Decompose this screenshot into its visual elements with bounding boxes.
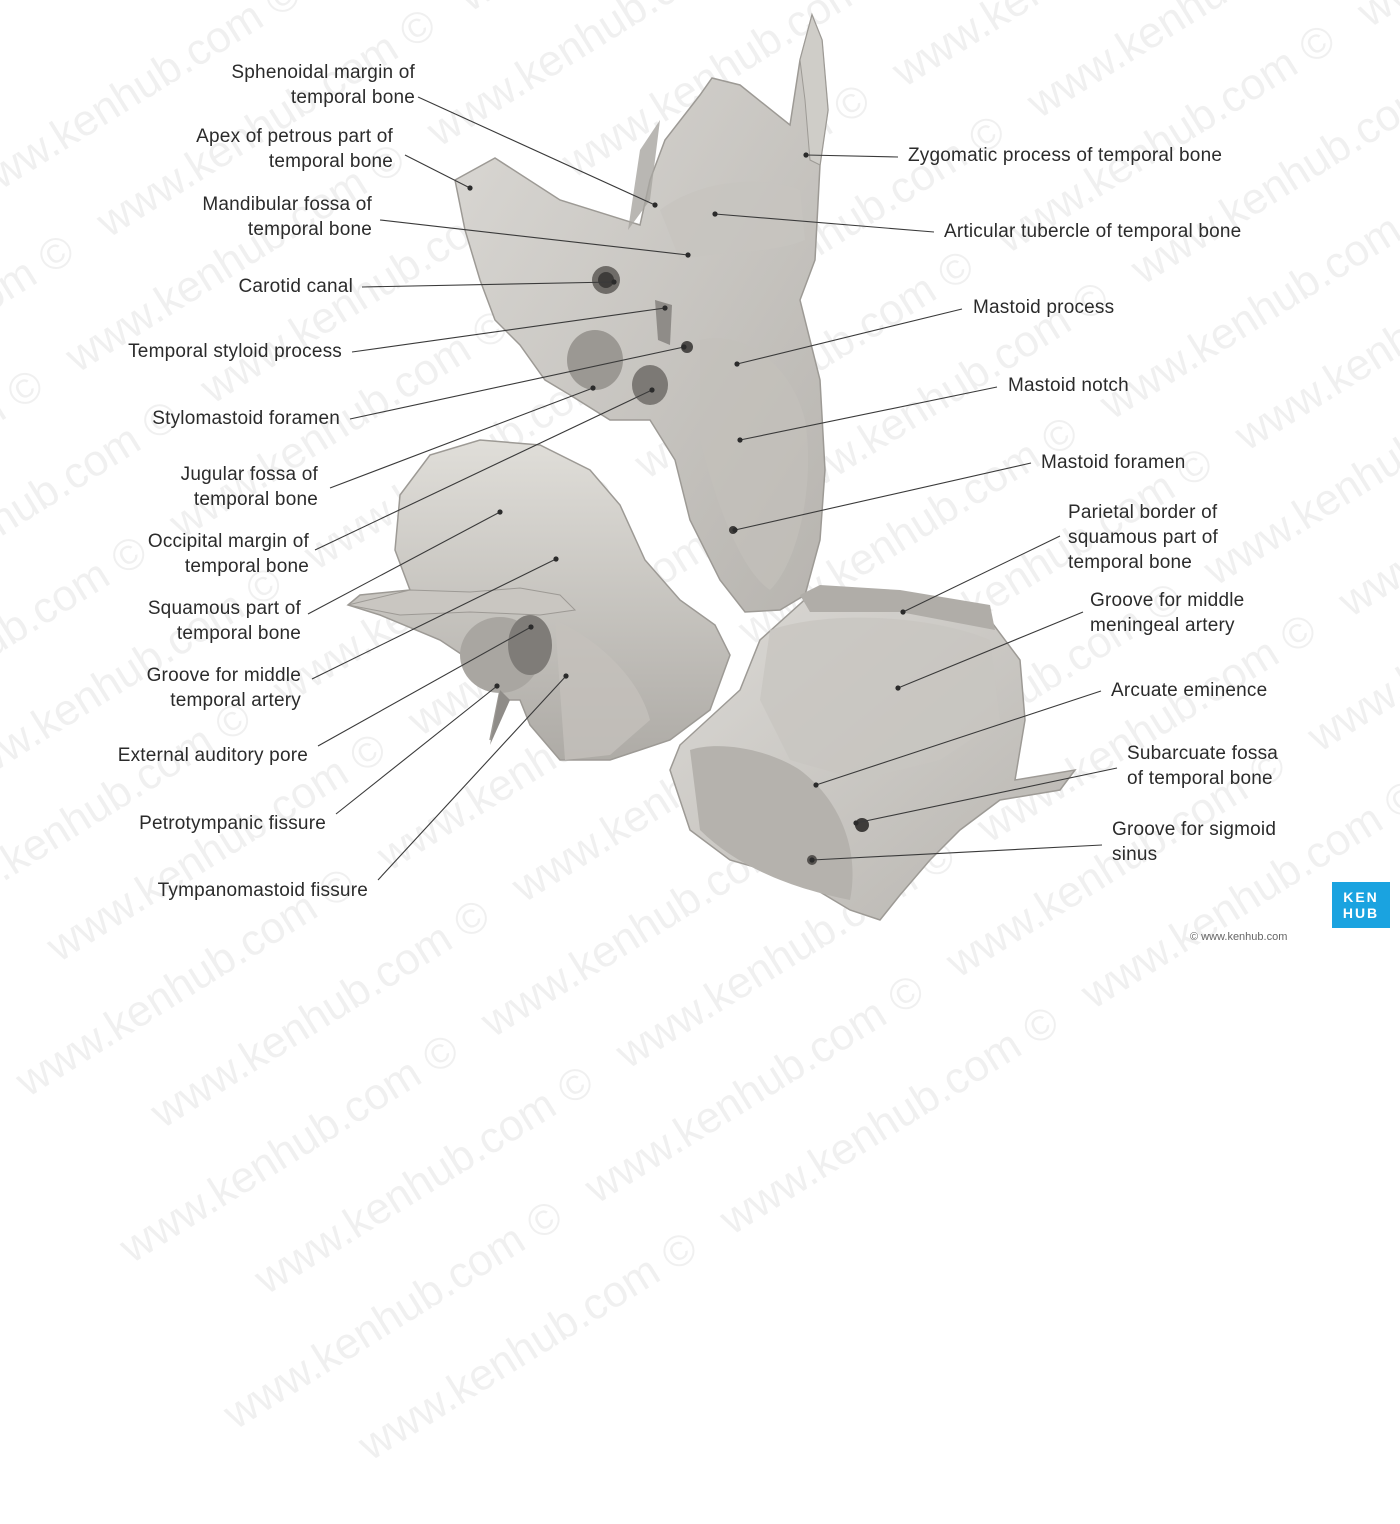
label-mastoid-notch: Mastoid notch: [1008, 375, 1129, 396]
copyright-text: © www.kenhub.com: [1190, 931, 1288, 943]
kenhub-logo: KEN HUB: [1332, 882, 1390, 928]
label-petrotympanic-fissure: Petrotympanic fissure: [139, 813, 326, 834]
label-mandibular-fossa: Mandibular fossa of temporal bone: [202, 194, 372, 240]
logo-line-1: KEN: [1343, 889, 1379, 905]
label-jugular-fossa: Jugular fossa of temporal bone: [180, 464, 318, 510]
label-stylomastoid-foramen: Stylomastoid foramen: [152, 408, 340, 429]
bone-illustrations: [307, 12, 1118, 921]
label-articular-tubercle: Articular tubercle of temporal bone: [944, 221, 1242, 242]
temporal-bone-lateral-view: [346, 439, 731, 761]
temporal-bone-inferior-view: [454, 12, 829, 613]
label-sphenoidal-margin: Sphenoidal margin of temporal bone: [231, 62, 415, 108]
label-mastoid-foramen: Mastoid foramen: [1041, 452, 1186, 473]
label-zygomatic-process: Zygomatic process of temporal bone: [908, 145, 1223, 166]
logo-line-2: HUB: [1342, 905, 1380, 921]
label-external-auditory-pore: External auditory pore: [117, 745, 308, 766]
label-tympanomastoid-fissure: Tympanomastoid fissure: [157, 880, 368, 901]
label-parietal-border: Parietal border of squamous part of temp…: [1068, 502, 1219, 573]
temporal-bone-internal-view: [669, 585, 1077, 921]
label-groove-sigmoid-sinus: Groove for sigmoid sinus: [1112, 819, 1277, 865]
leader-endpoints: [467, 152, 906, 863]
anatomy-diagram: www.kenhub.com © www.kenhub.com © www.ke…: [0, 0, 1400, 1470]
label-groove-middle-temporal: Groove for middle temporal artery: [146, 665, 301, 711]
label-squamous-part: Squamous part of temporal bone: [147, 598, 301, 644]
label-groove-middle-meningeal: Groove for middle meningeal artery: [1090, 590, 1245, 636]
label-arcuate-eminence: Arcuate eminence: [1111, 680, 1268, 701]
label-mastoid-process: Mastoid process: [973, 297, 1115, 318]
label-subarcuate-fossa: Subarcuate fossa of temporal bone: [1127, 743, 1279, 789]
label-apex-petrous: Apex of petrous part of temporal bone: [196, 126, 393, 172]
label-occipital-margin: Occipital margin of temporal bone: [147, 531, 309, 577]
leader-lines: [307, 96, 1118, 881]
label-carotid-canal: Carotid canal: [238, 276, 353, 297]
label-temporal-styloid: Temporal styloid process: [128, 341, 342, 362]
